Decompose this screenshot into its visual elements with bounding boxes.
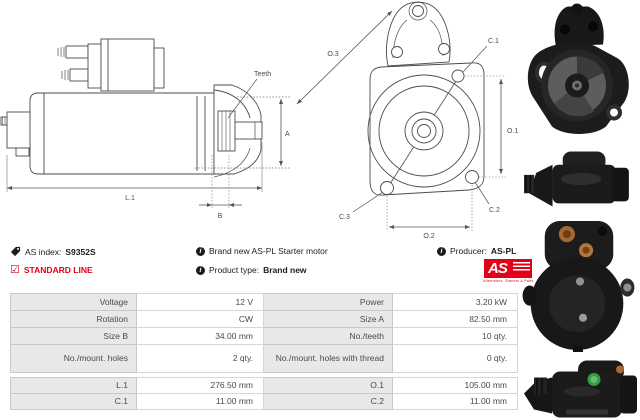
dim-b-extension-lines	[211, 155, 230, 209]
spec-table-dimensions: L.1 276.50 mm O.1 105.00 mm C.1 11.00 mm…	[10, 377, 518, 410]
dim-a-label: A	[285, 131, 290, 138]
dim-c3-label: C.3	[339, 214, 350, 221]
product-photos	[522, 2, 640, 420]
spec-label: No./mount. holes with thread	[263, 344, 393, 373]
producer-value: AS-PL	[490, 246, 517, 256]
producer-field: i Producer: AS-PL	[437, 246, 516, 256]
spec-label: Size B	[10, 327, 137, 345]
dim-o2-label: O.2	[423, 233, 434, 240]
teeth-leader-line	[227, 78, 258, 119]
spec-table-main: Voltage 12 V Power 3.20 kW Rotation CW S…	[10, 293, 518, 373]
spec-value: CW	[136, 310, 264, 328]
spec-value: 82.50 mm	[392, 310, 518, 328]
as-index-field: AS index: S9352S	[10, 246, 96, 257]
technical-drawing-side-view: Teeth A L.1 B	[0, 38, 290, 220]
spec-label: No./mount. holes	[10, 344, 137, 373]
description-text: Brand new AS-PL Starter motor	[209, 246, 328, 256]
spec-label: No./teeth	[263, 327, 393, 345]
spec-value: 10 qty.	[392, 327, 518, 345]
as-pl-logo: AS Alternators, Starters & Parts	[483, 259, 533, 283]
dim-o1-extension-lines	[464, 75, 506, 178]
photo-side-view-small	[524, 151, 629, 207]
dim-c2-leader	[474, 181, 490, 205]
spec-value: 34.00 mm	[136, 327, 264, 345]
checked-checkbox-icon: ☑	[10, 264, 20, 276]
spec-label: Size A	[263, 310, 393, 328]
table-row: L.1 276.50 mm O.1 105.00 mm	[10, 377, 518, 394]
spec-label: Voltage	[10, 293, 137, 311]
standard-line-field: ☑ STANDARD LINE	[10, 264, 93, 276]
dim-b-label: B	[218, 213, 223, 220]
table-row: Voltage 12 V Power 3.20 kW	[10, 293, 518, 311]
as-pl-logo-tagline: Alternators, Starters & Parts	[483, 279, 534, 283]
spec-label: Power	[263, 293, 393, 311]
spec-value: 105.00 mm	[392, 377, 518, 394]
spec-label: L.1	[10, 377, 137, 394]
photo-side-view-large	[524, 360, 637, 418]
dim-o1-label: O.1	[507, 128, 518, 135]
spec-value: 11.00 mm	[136, 393, 264, 410]
spec-value: 11.00 mm	[392, 393, 518, 410]
standard-line-label: STANDARD LINE	[23, 265, 93, 275]
starter-side-outline	[0, 38, 263, 178]
technical-drawing-front-view: O.3 C.1 O.1 C.3 C.2 O.2	[296, 1, 518, 240]
table-row: Size B 34.00 mm No./teeth 10 qty.	[10, 327, 518, 345]
as-pl-logo-text: AS	[488, 260, 508, 277]
spec-label: C.1	[10, 393, 137, 410]
starter-front-outline	[367, 1, 485, 196]
product-type-label: Product type:	[209, 265, 260, 275]
spec-value: 2 qty.	[136, 344, 264, 373]
dim-o2-extension-lines	[386, 185, 473, 231]
description-field: i Brand new AS-PL Starter motor	[196, 246, 328, 256]
spec-label: C.2	[263, 393, 393, 410]
tag-icon	[10, 246, 21, 257]
dim-o3-line	[296, 10, 393, 105]
spec-value: 12 V	[136, 293, 264, 311]
info-icon: i	[437, 246, 446, 256]
producer-label: Producer:	[450, 246, 487, 256]
info-icon: i	[196, 265, 205, 275]
as-pl-logo-stripes	[513, 262, 530, 271]
photo-rear-solenoid-view	[522, 221, 635, 352]
dim-c1-label: C.1	[488, 38, 499, 45]
teeth-label: Teeth	[254, 71, 271, 78]
dim-c2-label: C.2	[489, 207, 500, 214]
dim-c3-leader	[352, 191, 384, 213]
spec-value: 0 qty.	[392, 344, 518, 373]
dim-c1-leader	[462, 45, 488, 73]
table-row: No./mount. holes 2 qty. No./mount. holes…	[10, 344, 518, 373]
spec-label: Rotation	[10, 310, 137, 328]
product-type-value: Brand new	[263, 265, 307, 275]
as-index-label: AS index:	[25, 246, 62, 257]
info-icon: i	[196, 246, 205, 256]
as-index-value: S9352S	[65, 246, 96, 257]
dim-l1-label: L.1	[125, 195, 135, 202]
spec-value: 3.20 kW	[392, 293, 518, 311]
spec-value: 276.50 mm	[136, 377, 264, 394]
product-type-field: i Product type: Brand new	[196, 265, 307, 275]
dim-o3-label: O.3	[327, 51, 338, 58]
table-row: Rotation CW Size A 82.50 mm	[10, 310, 518, 328]
spec-label: O.1	[263, 377, 393, 394]
table-row: C.1 11.00 mm C.2 11.00 mm	[10, 393, 518, 410]
photo-front-flange-view	[527, 3, 629, 135]
